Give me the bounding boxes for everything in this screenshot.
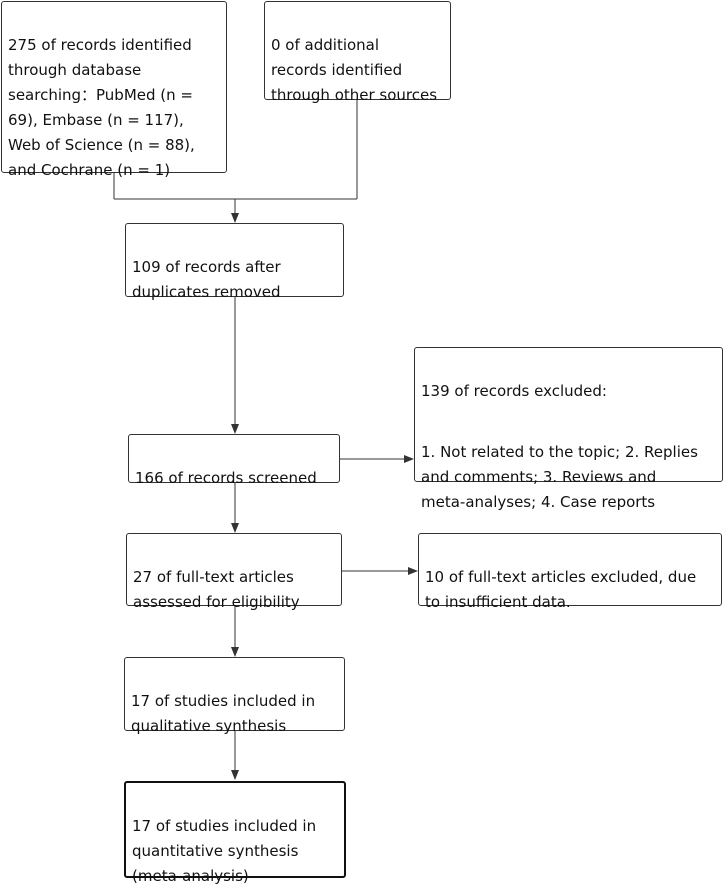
full-text-assessed-box: 27 of full-text articles assessed for el… <box>126 533 342 611</box>
qualitative-synthesis-text: 17 of studies included in qualitative sy… <box>131 692 316 735</box>
after-duplicates-text: 109 of records after duplicates removed <box>132 258 281 301</box>
full-text-assessed-text: 27 of full-text articles assessed for el… <box>133 568 300 611</box>
full-text-excluded-text: 10 of full-text articles excluded, due t… <box>425 568 697 611</box>
full-text-excluded-box: 10 of full-text articles excluded, due t… <box>418 533 722 611</box>
excluded-records-box: 139 of records excluded: 1. Not related … <box>414 347 723 511</box>
screened-box: 166 of records screened <box>128 434 340 487</box>
after-duplicates-box: 109 of records after duplicates removed <box>125 223 344 301</box>
other-sources-text: 0 of additional records identified throu… <box>271 36 438 104</box>
database-search-box: 275 of records identified through databa… <box>1 1 227 179</box>
qualitative-synthesis-box: 17 of studies included in qualitative sy… <box>124 657 345 735</box>
excluded-records-title: 139 of records excluded: <box>421 382 607 400</box>
excluded-records-reasons: 1. Not related to the topic; 2. Replies … <box>421 443 698 511</box>
screened-text: 166 of records screened <box>135 469 317 487</box>
other-sources-box: 0 of additional records identified throu… <box>264 1 451 104</box>
database-search-text: 275 of records identified through databa… <box>8 36 195 179</box>
